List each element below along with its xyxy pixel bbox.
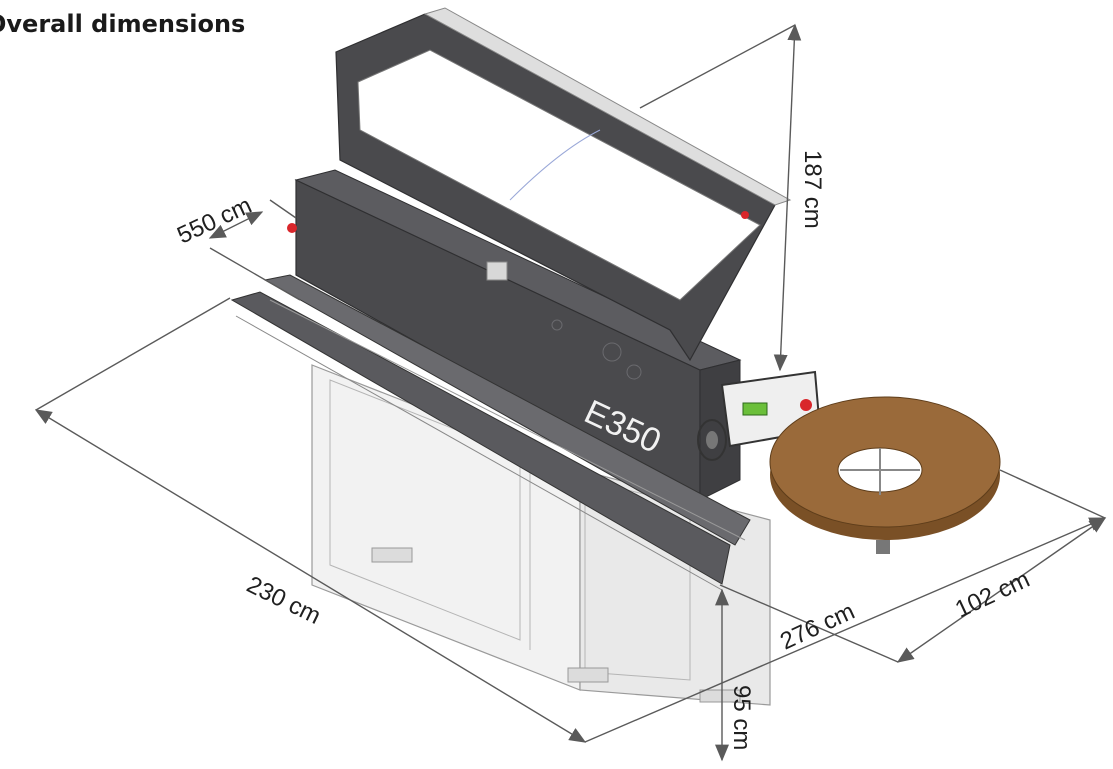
edge-reel [769, 396, 1001, 554]
dim-length-reel-label: 276 cm [776, 598, 859, 656]
dim-top-offset-label: 550 cm [173, 192, 256, 250]
dim-depth-label: 102 cm [951, 566, 1034, 624]
emergency-stop-icon [800, 399, 812, 411]
dimension-lines [34, 23, 1107, 762]
dim-height-table-label: 95 cm [728, 685, 755, 750]
machine-hood [335, 7, 792, 362]
start-button [742, 402, 768, 416]
dim-height-total-label: 187 cm [799, 150, 826, 229]
diagram-title: Overall dimensions [0, 10, 246, 38]
hand-wheel [697, 419, 727, 461]
